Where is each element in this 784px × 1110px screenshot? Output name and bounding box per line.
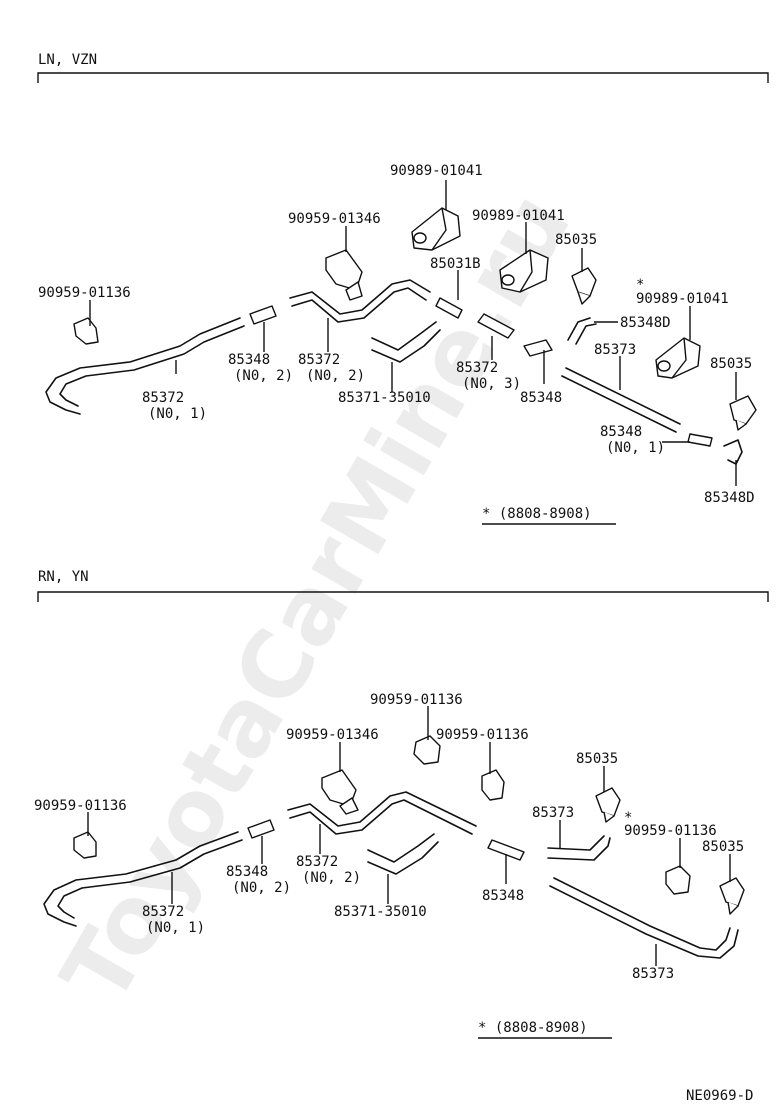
bracket-part — [325, 249, 363, 301]
section-title: RN, YN — [38, 569, 89, 585]
hose-85372-no1 — [43, 831, 239, 927]
part-number: 85373 — [594, 342, 636, 358]
part-number: 85348 — [228, 352, 270, 368]
part-labels: 90959-01136 90959-01346 90959-01136 8503… — [34, 692, 744, 982]
hose-85372-no1 — [45, 317, 241, 415]
asterisk-mark: * — [636, 277, 644, 293]
part-variant: (N0, 2) — [234, 368, 293, 384]
hose-85372-no2 — [289, 279, 431, 315]
hose-85373 — [547, 835, 605, 851]
section-rn-yn: RN, YN — [34, 569, 769, 1039]
part-variant: (N0, 2) — [302, 870, 361, 886]
part-number: 90959-01346 — [286, 727, 379, 743]
washer-nozzle — [719, 877, 745, 915]
section-bracket — [37, 72, 769, 83]
footnote: * (8808-8908) — [482, 506, 592, 522]
part-variant: (N0, 1) — [146, 920, 205, 936]
part-number: 85371-35010 — [338, 390, 431, 406]
part-number: 85372 — [298, 352, 340, 368]
part-number: 85348 — [600, 424, 642, 440]
section-bracket — [37, 591, 769, 602]
hose-85372-no2 — [289, 799, 473, 835]
part-number: 90989-01041 — [636, 291, 729, 307]
washer-nozzle — [729, 395, 757, 431]
hose-85371 — [367, 833, 435, 863]
part-variant: (N0, 1) — [148, 406, 207, 422]
part-variant: (N0, 1) — [606, 440, 665, 456]
part-number: 90959-01136 — [436, 727, 529, 743]
part-number: 85031B — [430, 256, 481, 272]
connector-85348 — [687, 433, 713, 447]
grommet-part — [481, 769, 505, 801]
part-number: 90959-01136 — [370, 692, 463, 708]
part-number: 90959-01136 — [34, 798, 127, 814]
document-code: NE0969-D — [686, 1088, 753, 1104]
hose-85372-no1 — [57, 839, 243, 919]
section-ln-vzn: LN, VZN — [37, 52, 769, 525]
part-number: 85348 — [520, 390, 562, 406]
grommet-part — [73, 831, 97, 859]
hose-85373 — [565, 367, 681, 425]
part-number: 85348 — [482, 888, 524, 904]
grommet-part — [73, 317, 99, 345]
connector-85348 — [523, 339, 553, 357]
hose-85373 — [547, 837, 611, 861]
connector-85348 — [487, 839, 525, 861]
part-number: 85372 — [142, 904, 184, 920]
part-variant: (N0, 3) — [462, 376, 521, 392]
connector-85348 — [247, 819, 275, 839]
part-number: 85348D — [620, 315, 671, 331]
connector-85348 — [249, 305, 277, 325]
washer-nozzle — [571, 267, 597, 305]
grommet-part — [413, 735, 441, 765]
hose-85371 — [371, 329, 441, 363]
part-number: 85371-35010 — [334, 904, 427, 920]
part-number: 90959-01346 — [288, 211, 381, 227]
part-number: 85348D — [704, 490, 755, 506]
hose-85371 — [371, 321, 437, 351]
part-number: 85035 — [710, 356, 752, 372]
footnote: * (8808-8908) — [478, 1020, 588, 1036]
hose-85373-long — [549, 885, 739, 959]
part-number: 85035 — [555, 232, 597, 248]
hose-85372-no1 — [59, 325, 245, 407]
elbow-hose — [575, 323, 597, 345]
elbow-hose — [723, 439, 743, 465]
washer-nozzle — [595, 787, 621, 823]
elbow-hose — [567, 317, 591, 341]
part-number: 85372 — [456, 360, 498, 376]
bracket-part — [321, 769, 359, 815]
part-number: 85035 — [702, 839, 744, 855]
part-variant: (N0, 2) — [232, 880, 291, 896]
part-number: 85035 — [576, 751, 618, 767]
part-number: 85373 — [632, 966, 674, 982]
part-number: 90959-01136 — [38, 285, 131, 301]
section-title: LN, VZN — [38, 52, 97, 68]
asterisk-mark: * — [624, 810, 632, 826]
part-number: 85373 — [532, 805, 574, 821]
part-number: 85348 — [226, 864, 268, 880]
connector-85031b — [435, 297, 463, 319]
part-number: 90989-01041 — [472, 208, 565, 224]
leader-lines — [89, 180, 737, 486]
hose-85372-no2 — [287, 791, 477, 827]
hose-85372-no3 — [477, 313, 515, 339]
leader-lines — [87, 706, 731, 966]
part-variant: (N0, 2) — [306, 368, 365, 384]
part-number: 90989-01041 — [390, 163, 483, 179]
clip-part — [411, 207, 461, 251]
hose-85371 — [367, 841, 439, 875]
hose-85372-no2 — [291, 287, 427, 323]
hose-85373-long — [553, 877, 731, 951]
part-number: 90959-01136 — [624, 823, 717, 839]
hose-85373 — [561, 375, 677, 433]
part-number: 85372 — [296, 854, 338, 870]
clip-part — [655, 337, 701, 379]
clip-part — [499, 249, 549, 293]
part-number: 85372 — [142, 390, 184, 406]
part-labels: 90989-01041 90959-01346 90989-01041 8503… — [38, 163, 755, 506]
grommet-part — [665, 865, 691, 895]
